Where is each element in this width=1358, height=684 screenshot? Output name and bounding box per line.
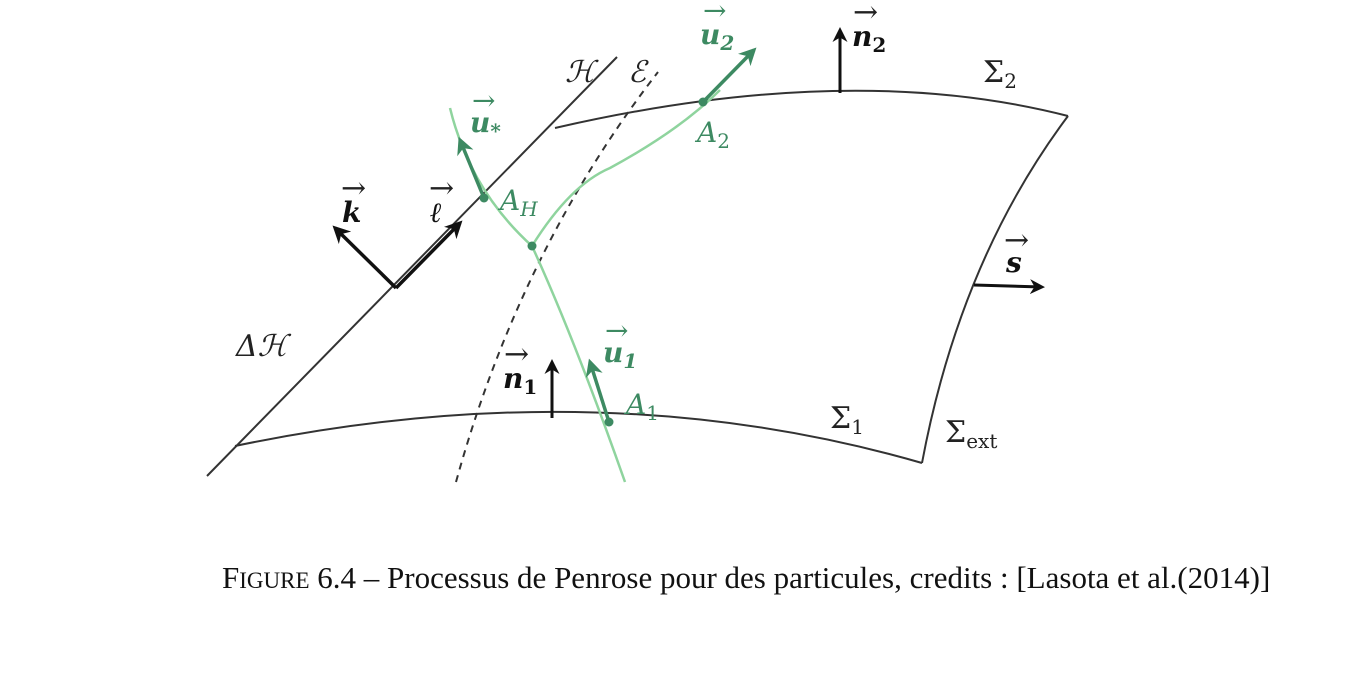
caption-figure-rest: IGURE (239, 568, 310, 593)
sigma2-surface (554, 89, 1069, 129)
label-k-arrow: → (341, 171, 366, 206)
worldline-incoming-1 (530, 245, 627, 483)
label-delta-H: Δℋ (235, 329, 292, 364)
ell-vector (394, 220, 463, 290)
caption-figure-initial: F (222, 560, 240, 595)
label-s-arrow: → (1004, 223, 1029, 258)
u1-vector (585, 358, 611, 423)
label-sigma-ext: Σext (945, 415, 997, 453)
label-n2-arrow: → (853, 0, 878, 30)
label-ustar: u* (470, 106, 501, 143)
label-u2-arrow: → (703, 0, 726, 27)
label-n1: n1 (503, 362, 537, 399)
label-A2: A2 (694, 116, 730, 153)
point-split (527, 241, 537, 251)
label-ustar-arrow: → (472, 84, 495, 117)
label-u2: u2 (700, 18, 734, 55)
point-AH (479, 193, 489, 203)
label-n2: n2 (852, 20, 886, 57)
point-A1 (604, 417, 614, 427)
label-n1-arrow: → (504, 337, 529, 372)
label-k: k (342, 196, 361, 229)
label-u1: u1 (603, 336, 637, 373)
ergosphere-boundary (455, 71, 659, 483)
label-u1-arrow: → (605, 314, 628, 347)
label-s: s (1005, 246, 1022, 279)
label-AH: AH (497, 184, 538, 221)
horizon-line (206, 56, 618, 477)
caption-number: 6.4 (317, 560, 357, 595)
ustar-vector (457, 136, 486, 199)
worldline-star (448, 107, 533, 247)
sigma-ext-surface (921, 115, 1069, 464)
figure-caption: FIGURE 6.4 – Processus de Penrose pour d… (222, 560, 1270, 596)
label-A1: A1 (623, 388, 659, 425)
label-horizon-H: ℋ (565, 55, 599, 90)
label-ergosphere-E: ℰ (628, 55, 649, 90)
k-vector (332, 225, 398, 290)
worldline-outgoing-2 (530, 89, 721, 247)
u2-vector (701, 47, 757, 104)
label-sigma2: Σ2 (983, 55, 1017, 93)
s-vector (973, 279, 1045, 295)
label-ell-arrow: → (429, 171, 454, 206)
label-ell: ℓ (429, 196, 442, 229)
label-sigma1: Σ1 (830, 401, 864, 439)
sigma1-surface (234, 410, 923, 464)
point-A2 (698, 97, 708, 107)
caption-text: – Processus de Penrose pour des particul… (363, 560, 1271, 595)
